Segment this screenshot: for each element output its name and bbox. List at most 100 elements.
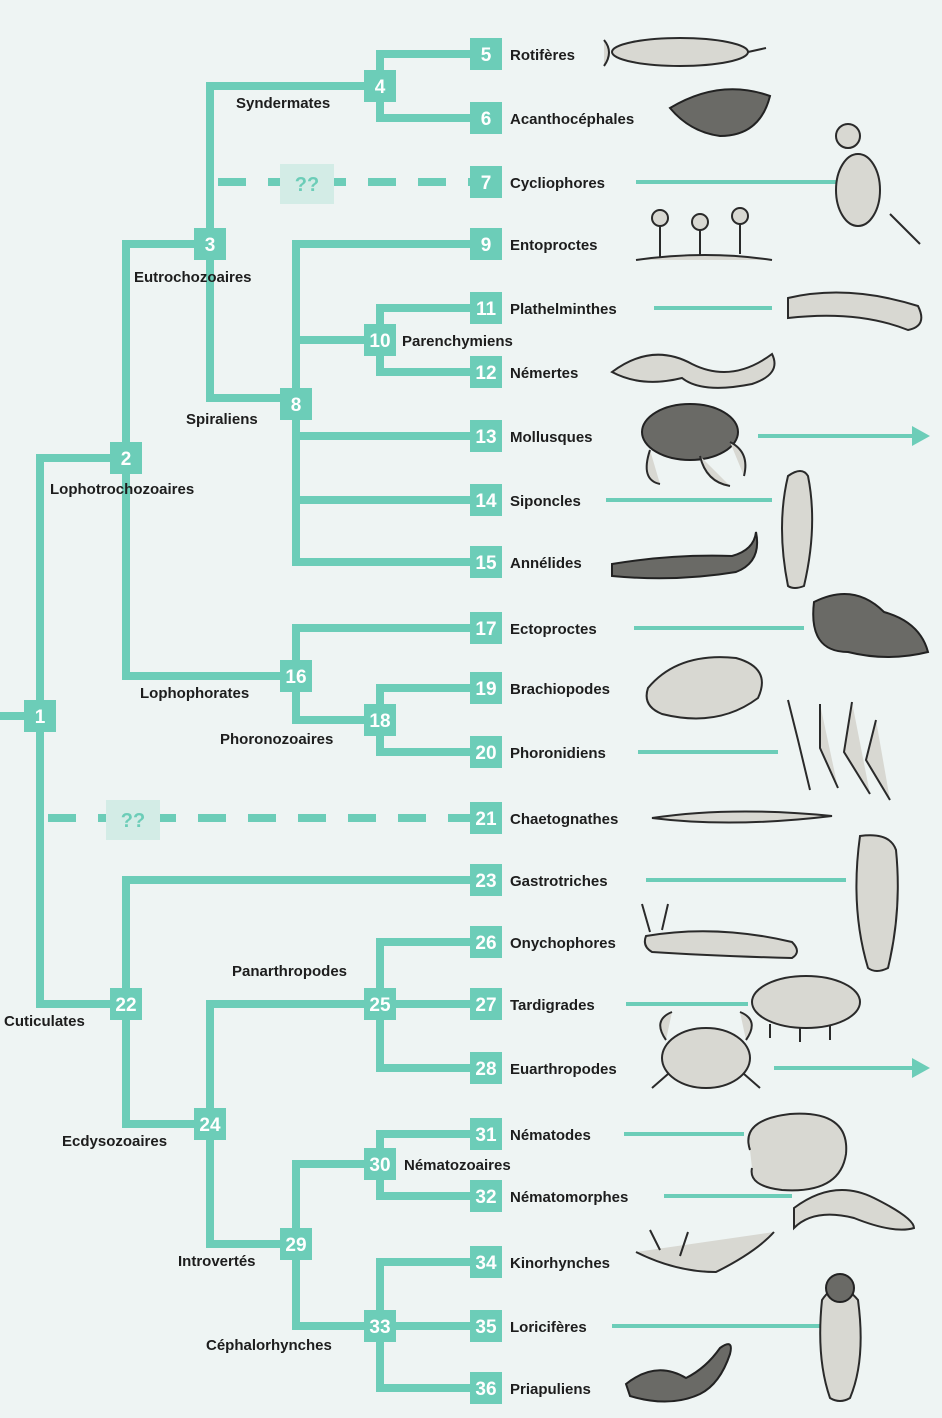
taxon-name: Rotifères <box>510 47 575 64</box>
taxon-name: Chaetognathes <box>510 811 618 828</box>
node-24: 24 <box>194 1108 226 1140</box>
node-number: 8 <box>291 395 302 416</box>
taxon-number: 19 <box>475 679 496 700</box>
entoprocta-illustration <box>636 208 772 260</box>
taxon-number: 23 <box>475 871 496 892</box>
loricifera-illustration <box>820 1274 860 1401</box>
crab-illustration <box>652 1012 760 1088</box>
node-30: 30 <box>364 1148 396 1180</box>
taxon-number: 11 <box>476 299 497 320</box>
taxon-tardigrades: 27Tardigrades <box>470 988 595 1020</box>
node-number: 25 <box>369 995 391 1016</box>
clade-label-lophotrochozoaires: Lophotrochozoaires <box>50 481 194 498</box>
taxon-mollusques: 13 Mollusques <box>470 420 593 452</box>
node-number: 10 <box>369 331 390 352</box>
taxon-number: 20 <box>475 743 496 764</box>
node-number: 4 <box>375 77 386 98</box>
node-33: 33 <box>364 1310 396 1342</box>
taxon-name: Entoproctes <box>510 237 598 254</box>
node-16: 16 <box>280 660 312 692</box>
uncertain-marker: ?? <box>280 164 334 204</box>
sipuncula-illustration <box>782 471 812 588</box>
clade-label-lophophorates: Lophophorates <box>140 685 249 702</box>
node-number: 29 <box>285 1235 306 1256</box>
node-1: 1 <box>24 700 56 732</box>
taxon-number: 15 <box>475 553 497 574</box>
arrow-right-icon <box>912 426 930 446</box>
taxon-number: 34 <box>475 1253 497 1274</box>
clade-label-panarthropodes: Panarthropodes <box>232 963 347 980</box>
taxon-name: Annélides <box>510 555 582 572</box>
taxon-annelides: 15 Annélides <box>470 546 582 578</box>
taxon-number: 35 <box>475 1317 497 1338</box>
clade-label-ecdysozoaires: Ecdysozoaires <box>62 1133 167 1150</box>
taxon-name: Kinorhynches <box>510 1255 610 1272</box>
taxon-number: 6 <box>481 109 492 130</box>
nematode-illustration <box>748 1114 846 1191</box>
taxon-number: 7 <box>481 173 492 194</box>
priapulid-illustration <box>626 1344 731 1401</box>
node-number: 30 <box>369 1155 390 1176</box>
arrow-worm-illustration <box>652 811 832 822</box>
taxon-name: Nématomorphes <box>510 1189 628 1206</box>
taxon-entoproctes: 9 Entoproctes <box>470 228 598 260</box>
cycliophora-illustration <box>836 124 920 244</box>
arrow-right-icon <box>912 1058 930 1078</box>
taxon-number: 5 <box>481 45 492 66</box>
taxon-number: 9 <box>481 235 492 256</box>
annelid-illustration <box>612 532 757 578</box>
taxon-rotiferes: 5 Rotifères <box>470 38 575 70</box>
clade-label-phoronozoaires: Phoronozoaires <box>220 731 333 748</box>
taxon-number: 26 <box>475 933 496 954</box>
taxon-nematomorphes: 32 Nématomorphes <box>470 1180 628 1212</box>
taxon-phoronidiens: 20 Phoronidiens <box>470 736 606 768</box>
gastrotrich-illustration <box>856 835 897 971</box>
node-18: 18 <box>364 704 396 736</box>
taxon-name: Phoronidiens <box>510 745 606 762</box>
brachiopod-shell-illustration <box>647 657 762 718</box>
taxon-number: 21 <box>475 809 497 830</box>
taxon-acanthocephales: 6 Acanthocéphales <box>470 102 634 134</box>
node-number: 2 <box>121 449 132 470</box>
taxon-number: 32 <box>475 1187 496 1208</box>
taxon-number: 13 <box>475 427 496 448</box>
uncertain-label: ?? <box>295 174 319 196</box>
flatworm-illustration <box>788 293 921 330</box>
taxon-name: Nématodes <box>510 1127 591 1144</box>
taxon-chaetognathes: 21 Chaetognathes <box>470 802 618 834</box>
taxon-kinorhynches: 34 Kinorhynches <box>470 1246 610 1278</box>
taxon-name: Loricifères <box>510 1319 587 1336</box>
taxon-name: Mollusques <box>510 429 593 446</box>
taxon-name: Siponcles <box>510 493 581 510</box>
velvet-worm-illustration <box>642 904 797 958</box>
node-number: 18 <box>369 711 390 732</box>
taxon-ectoproctes: 17Ectoproctes <box>470 612 597 644</box>
taxon-name: Tardigrades <box>510 997 595 1014</box>
taxon-name: Ectoproctes <box>510 621 597 638</box>
clade-label-introvertes: Introvertés <box>178 1253 256 1270</box>
taxon-loriciferes: 35 Loricifères <box>470 1310 587 1342</box>
node-number: 1 <box>35 707 46 728</box>
horsehair-worm-illustration <box>794 1190 914 1230</box>
node-8: 8 <box>280 388 312 420</box>
clade-label-spiraliens: Spiraliens <box>186 411 258 428</box>
taxon-brachiopodes: 19 Brachiopodes <box>470 672 610 704</box>
node-number: 3 <box>205 235 216 256</box>
taxon-name: Acanthocéphales <box>510 111 634 128</box>
node-10: 10 <box>364 324 396 356</box>
clade-label-eutrochozoaires: Eutrochozoaires <box>134 269 252 286</box>
taxon-euarthropodes: 28Euarthropodes <box>470 1052 617 1084</box>
tardigrade-illustration <box>752 976 860 1042</box>
clade-label-syndermates: Syndermates <box>236 95 330 112</box>
octopus-illustration <box>642 404 745 486</box>
taxon-nematodes: 31Nématodes <box>470 1118 591 1150</box>
taxon-siponcles: 14Siponcles <box>470 484 581 516</box>
phoronida-illustration <box>788 700 890 800</box>
taxon-name: Brachiopodes <box>510 681 610 698</box>
tree-branches <box>4 54 486 1388</box>
